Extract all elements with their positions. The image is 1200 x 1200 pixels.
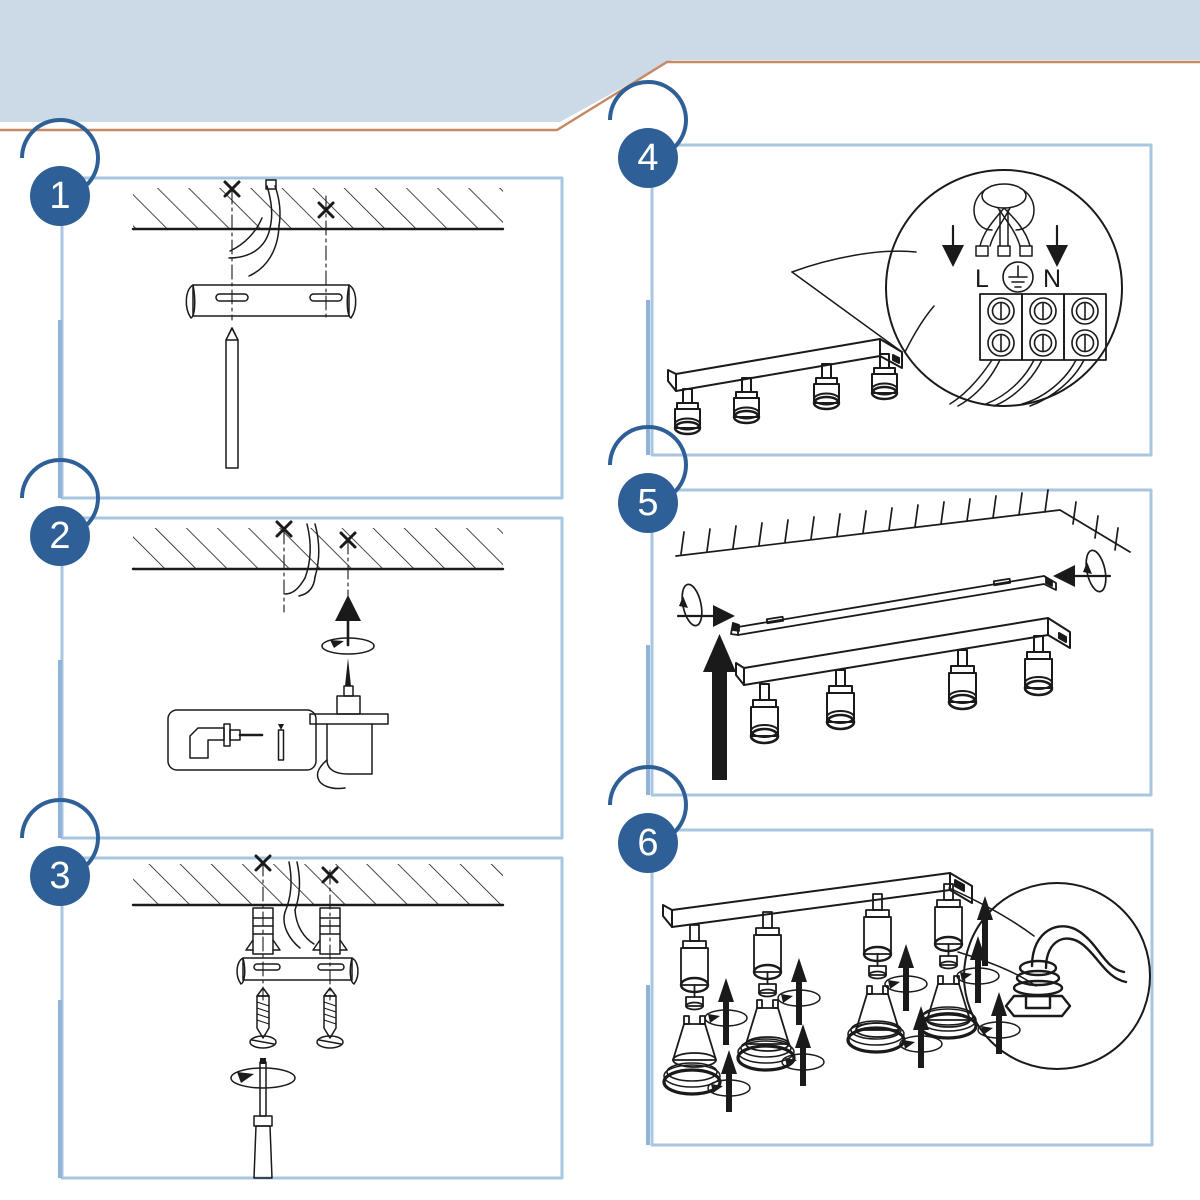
step-1-panel [60, 176, 564, 500]
terminal-block [979, 293, 1107, 361]
step-3-artwork [131, 854, 505, 1179]
earth-symbol [1002, 261, 1034, 293]
insert-arrow-3 [884, 944, 928, 1011]
step-1-badge[interactable]: 1 [20, 117, 100, 226]
terminal-label-neutral: N [1043, 265, 1061, 293]
mains-cable [973, 183, 1035, 257]
step-2-number: 2 [49, 515, 70, 557]
power-drill [309, 658, 389, 790]
screw-left [249, 987, 277, 1049]
lamp-2 [825, 669, 856, 731]
step-6-artwork [662, 872, 1151, 1112]
step-6-number: 6 [637, 822, 658, 864]
retaining-ring-1 [662, 1062, 722, 1096]
lift-arrow-up [703, 634, 736, 780]
step-4-badge[interactable]: 4 [608, 79, 688, 188]
rotation-ring [230, 1067, 296, 1089]
light-bar-fixture [667, 338, 903, 436]
insert-arrow-group [704, 936, 1021, 1112]
banner-accent-line [0, 60, 1200, 132]
drill-mark-cross-right [321, 866, 339, 884]
lamp-holder-group [679, 883, 964, 1011]
step-1-artwork [131, 179, 505, 469]
lamp-holder-1 [679, 924, 710, 1011]
terminal-label-live: L [975, 265, 989, 293]
mounting-bracket [185, 284, 357, 319]
step-2-artwork [131, 520, 505, 790]
fixture-wires [949, 359, 1085, 407]
detail-insert-arrow [977, 896, 993, 966]
step-2-panel [60, 516, 564, 840]
drill-mark-cross-left [254, 854, 272, 872]
step-3-badge[interactable]: 3 [20, 797, 100, 906]
lamp-2 [732, 377, 761, 425]
lamp-holder-detail [1004, 925, 1128, 1018]
step-4-number: 4 [637, 137, 658, 179]
step-5-number: 5 [637, 482, 658, 524]
wall-plug-left [245, 907, 281, 955]
lamp-4 [870, 353, 899, 401]
lamp-holder-2 [752, 911, 783, 998]
drill-mark-cross-left [223, 180, 241, 198]
mounting-bracket [236, 957, 359, 985]
hatched-ceiling-perspective [675, 489, 1131, 557]
supply-cable [284, 523, 320, 597]
tool-inset-box [167, 709, 317, 771]
gu10-lamp-1 [672, 1015, 717, 1068]
step-5-badge[interactable]: 5 [608, 424, 688, 533]
step-5-artwork [675, 489, 1131, 780]
rotation-arrow-left [676, 583, 735, 627]
light-bar-fixture [662, 872, 973, 928]
magnifier-pointer [791, 250, 935, 353]
wall-plug-right [312, 907, 348, 955]
step-1-number: 1 [49, 175, 70, 217]
lamp-3 [812, 363, 841, 411]
lamp-4 [1023, 635, 1054, 697]
lamp-1 [673, 388, 702, 436]
step-6-badge[interactable]: 6 [608, 764, 688, 873]
supply-cable [283, 861, 315, 949]
banner-shape [0, 0, 1200, 122]
insert-arrow-2 [777, 958, 821, 1025]
drill-mark-cross-right [317, 201, 335, 219]
step-3-number: 3 [49, 855, 70, 897]
step-4-panel [650, 143, 1153, 457]
insert-arrow-7 [899, 1006, 943, 1068]
supply-cable [228, 179, 281, 277]
insert-arrow-6 [781, 1024, 825, 1086]
rotation-ring [321, 637, 375, 655]
step-4-artwork [667, 169, 1123, 436]
screw-right [316, 987, 344, 1049]
inset-drill-bit-icon [277, 724, 285, 761]
step-2-badge[interactable]: 2 [20, 457, 100, 566]
drill-mark-cross-right [339, 531, 357, 549]
magnifier-circle [963, 882, 1151, 1070]
light-bar-fixture [735, 617, 1071, 745]
drill-mark-cross-left [275, 520, 293, 538]
mounting-bar [730, 575, 1057, 636]
step-6-panel [650, 828, 1154, 1147]
terminal-labels: L N [975, 265, 1061, 293]
magnifier-circle [885, 169, 1123, 407]
insert-arrow-1 [704, 978, 748, 1045]
inset-drill-icon [189, 723, 264, 759]
lamp-holder-3 [862, 893, 893, 980]
lamp-3 [947, 649, 978, 711]
insert-arrow-5 [707, 1050, 751, 1112]
rotation-arrow-right [1053, 549, 1112, 593]
screwdriver [230, 1058, 296, 1179]
step-3-panel [60, 856, 564, 1180]
lamp-holder-4 [933, 883, 964, 970]
pencil [225, 327, 239, 469]
retaining-ring-3 [846, 1020, 906, 1054]
retaining-ring-2 [736, 1038, 796, 1072]
lamp-1 [749, 683, 780, 745]
